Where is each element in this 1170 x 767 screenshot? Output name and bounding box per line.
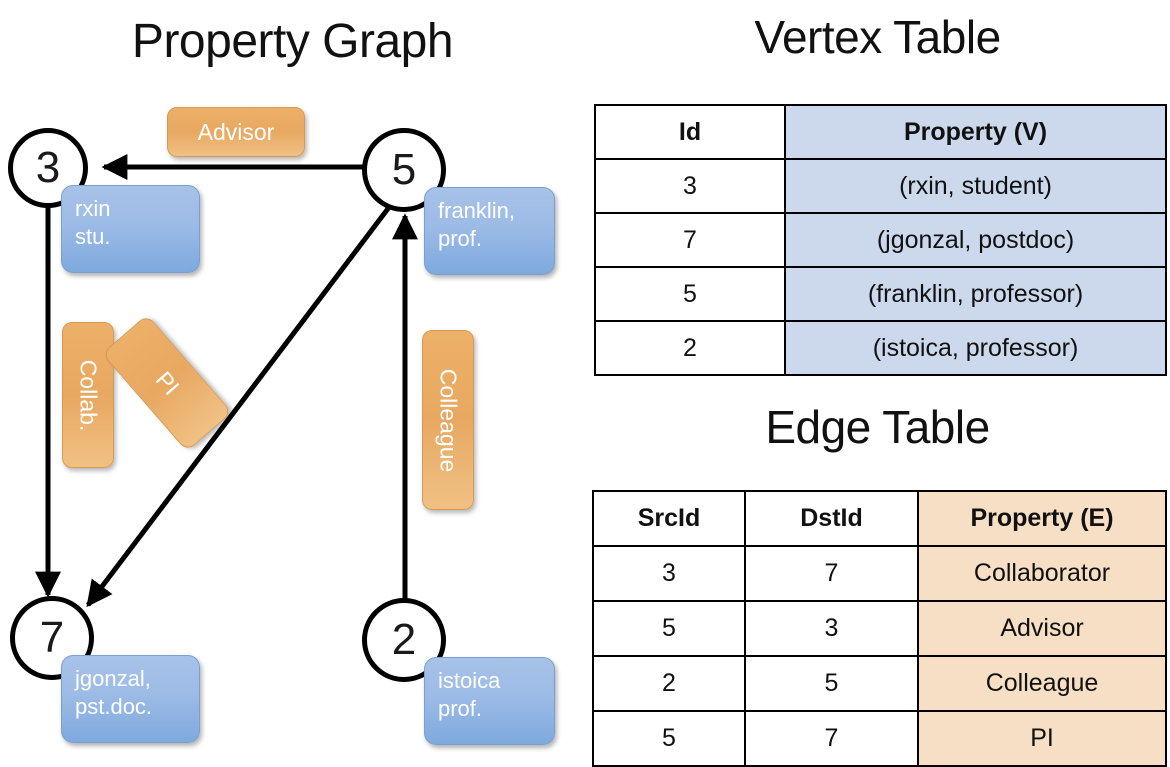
vertex-role: stu.	[75, 224, 111, 250]
cell-srcid: 3	[592, 545, 746, 602]
page-title-property-graph: Property Graph	[131, 15, 454, 68]
table-row[interactable]: 2 (istoica, professor)	[594, 320, 1167, 376]
edge-5-to-7	[86, 200, 395, 608]
property-graph-edges	[35, 154, 418, 608]
cell-srcid: 5	[592, 710, 746, 767]
cell-property: PI	[917, 710, 1167, 767]
node-circle-5[interactable]: 5	[362, 128, 446, 212]
vertex-name: istoica	[438, 668, 501, 693]
table-row[interactable]: 5 3 Advisor	[592, 600, 1167, 657]
edge-label-text: PI	[150, 365, 185, 400]
vertex-name: jgonzal,	[75, 666, 151, 691]
edge-table: SrcId DstId Property (E) 3 7 Collaborato…	[592, 490, 1167, 767]
table-row[interactable]: 7 (jgonzal, postdoc)	[594, 212, 1167, 268]
cell-property: Advisor	[917, 600, 1167, 657]
edge-label-box-advisor[interactable]: Advisor	[167, 107, 305, 157]
cell-property: Colleague	[917, 655, 1167, 712]
edge-label-text: Advisor	[197, 118, 275, 145]
page-title-vertex-table: Vertex Table	[754, 11, 1001, 63]
edge-label-text: Collab.	[75, 359, 102, 431]
page-title-edge-table: Edge Table	[765, 401, 990, 453]
cell-property: (istoica, professor)	[784, 320, 1167, 376]
node-id-label: 3	[35, 143, 61, 192]
cell-property: (rxin, student)	[784, 158, 1167, 214]
vertex-property-box-jgonzal[interactable]: jgonzal, pst.doc.	[61, 655, 200, 743]
table-row[interactable]: 5 (franklin, professor)	[594, 266, 1167, 322]
cell-srcid: 5	[592, 600, 746, 657]
cell-dstid: 7	[744, 710, 919, 767]
node-circle-2[interactable]: 2	[362, 598, 446, 682]
vertex-property-box-franklin[interactable]: franklin, prof.	[424, 187, 555, 275]
vertex-name: rxin	[75, 196, 111, 221]
cell-id: 2	[594, 320, 786, 376]
cell-property: (franklin, professor)	[784, 266, 1167, 322]
vertex-name: franklin,	[438, 198, 516, 223]
vertex-role: prof.	[438, 696, 483, 722]
column-header-property-v: Property (V)	[784, 104, 1167, 160]
table-header-row: SrcId DstId Property (E)	[592, 490, 1167, 547]
cell-id: 3	[594, 158, 786, 214]
cell-property: Collaborator	[917, 545, 1167, 602]
cell-id: 7	[594, 212, 786, 268]
table-header-row: Id Property (V)	[594, 104, 1167, 160]
cell-dstid: 5	[744, 655, 919, 712]
table-row[interactable]: 5 7 PI	[592, 710, 1167, 767]
cell-dstid: 3	[744, 600, 919, 657]
column-header-dstid: DstId	[744, 490, 919, 547]
table-row[interactable]: 3 (rxin, student)	[594, 158, 1167, 214]
vertex-role: prof.	[438, 226, 483, 252]
cell-id: 5	[594, 266, 786, 322]
table-row[interactable]: 2 5 Colleague	[592, 655, 1167, 712]
cell-property: (jgonzal, postdoc)	[784, 212, 1167, 268]
vertex-property-box-rxin[interactable]: rxin stu.	[61, 185, 200, 273]
column-header-property-e: Property (E)	[917, 490, 1167, 547]
node-id-label: 5	[391, 145, 417, 194]
edge-label-box-colleague[interactable]: Colleague	[422, 330, 474, 510]
edge-label-box-collab[interactable]: Collab.	[62, 322, 114, 468]
vertex-table: Id Property (V) 3 (rxin, student) 7 (jgo…	[594, 104, 1167, 376]
column-header-srcid: SrcId	[592, 490, 746, 547]
vertex-role: pst.doc.	[75, 694, 153, 720]
table-row[interactable]: 3 7 Collaborator	[592, 545, 1167, 602]
vertex-property-box-istoica[interactable]: istoica prof.	[424, 657, 555, 745]
edge-label-text: Colleague	[435, 368, 462, 472]
column-header-id: Id	[594, 104, 786, 160]
cell-srcid: 2	[592, 655, 746, 712]
node-id-label: 7	[39, 613, 65, 662]
cell-dstid: 7	[744, 545, 919, 602]
node-id-label: 2	[391, 615, 417, 664]
